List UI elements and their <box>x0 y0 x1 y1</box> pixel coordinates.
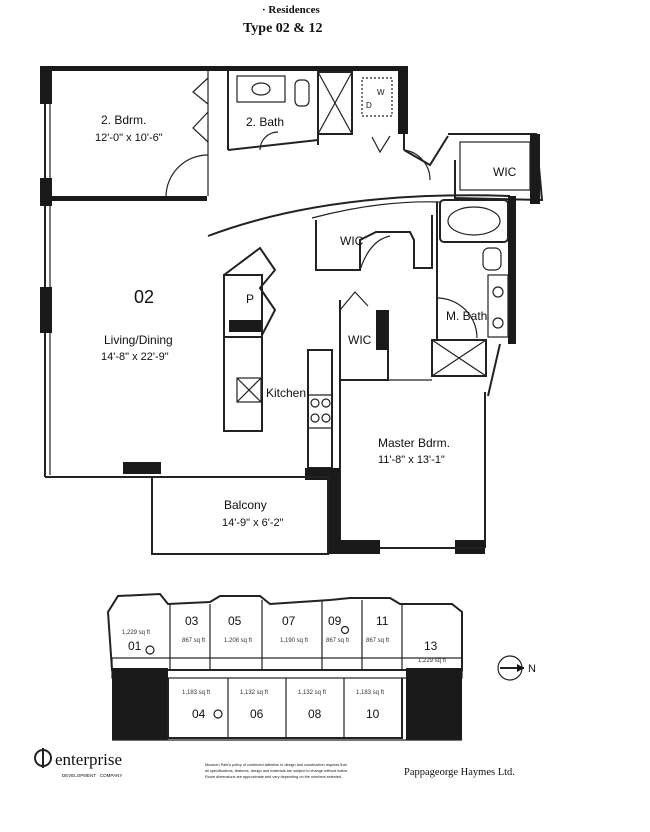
master-dims: 11'-8" x 13'-1" <box>378 454 445 466</box>
header-title: Type 02 & 12 <box>243 21 322 36</box>
living-dims: 14'-8" x 22'-9" <box>101 351 169 363</box>
keyplan-unit-11-area: 867 sq ft <box>366 638 389 644</box>
brand-name: enterprise <box>55 750 122 769</box>
keyplan-unit-06: 06 <box>250 707 264 721</box>
keyplan-unit-08: 08 <box>308 707 322 721</box>
balcony-name: Balcony <box>224 498 267 512</box>
wic-lower-name: WIC <box>348 333 372 347</box>
dryer-label: D <box>366 101 372 110</box>
header-title-fragment: · Residences <box>262 4 320 16</box>
key-plan <box>106 592 463 741</box>
keyplan-unit-03: 03 <box>185 614 199 628</box>
unit-plan: W D <box>40 66 544 555</box>
pantry-name: P <box>246 292 254 306</box>
keyplan-unit-10: 10 <box>366 707 380 721</box>
keyplan-unit-08-area: 1,132 sq ft <box>298 690 326 696</box>
keyplan-unit-09-area: 867 sq ft <box>326 638 349 644</box>
keyplan-unit-06-area: 1,132 sq ft <box>240 690 268 696</box>
wic-top-right-name: WIC <box>493 165 517 179</box>
keyplan-unit-13: 13 <box>424 639 438 653</box>
living-name: Living/Dining <box>104 333 173 347</box>
disclaimer-line-1: Museum Park's policy of continued attent… <box>205 763 348 767</box>
keyplan-unit-01: 01 <box>128 639 142 653</box>
keyplan-unit-04-area: 1,183 sq ft <box>182 690 210 696</box>
balcony-dims: 14'-9" x 6'-2" <box>222 517 284 529</box>
wic-center-name: WIC <box>340 234 364 248</box>
unit-number: 02 <box>134 287 154 307</box>
north-arrow-icon <box>497 655 524 681</box>
keyplan-unit-03-area: 867 sq ft <box>182 638 205 644</box>
north-label: N <box>528 663 536 675</box>
kitchen-name: Kitchen <box>266 386 306 400</box>
brand-subtitle: DEVELOPMENT · COMPANY <box>62 773 122 778</box>
keyplan-unit-09: 09 <box>328 614 342 628</box>
keyplan-unit-07: 07 <box>282 614 296 628</box>
keyplan-unit-01-area: 1,229 sq ft <box>122 630 150 636</box>
keyplan-unit-05-area: 1,208 sq ft <box>224 638 252 644</box>
keyplan-unit-11: 11 <box>376 614 389 628</box>
master-bath-name: M. Bath <box>446 309 487 323</box>
bedroom2-dims: 12'-0" x 10'-6" <box>95 132 163 144</box>
disclaimer-line-2: all specifications, features, design and… <box>205 769 348 773</box>
keyplan-unit-10-area: 1,183 sq ft <box>356 690 384 696</box>
keyplan-unit-05: 05 <box>228 614 242 628</box>
keyplan-unit-13-area: 1,229 sq ft <box>418 658 446 664</box>
bath2-name: 2. Bath <box>246 115 284 129</box>
master-name: Master Bdrm. <box>378 436 450 450</box>
disclaimer-line-3: Room dimensions are approximate and vary… <box>205 775 342 779</box>
washer-label: W <box>377 88 385 97</box>
bedroom2-name: 2. Bdrm. <box>101 113 146 127</box>
keyplan-unit-04: 04 <box>192 707 206 721</box>
architect-name: Pappageorge Haymes Ltd. <box>404 767 515 778</box>
enterprise-logo-icon <box>34 748 52 768</box>
keyplan-unit-07-area: 1,190 sq ft <box>280 638 308 644</box>
